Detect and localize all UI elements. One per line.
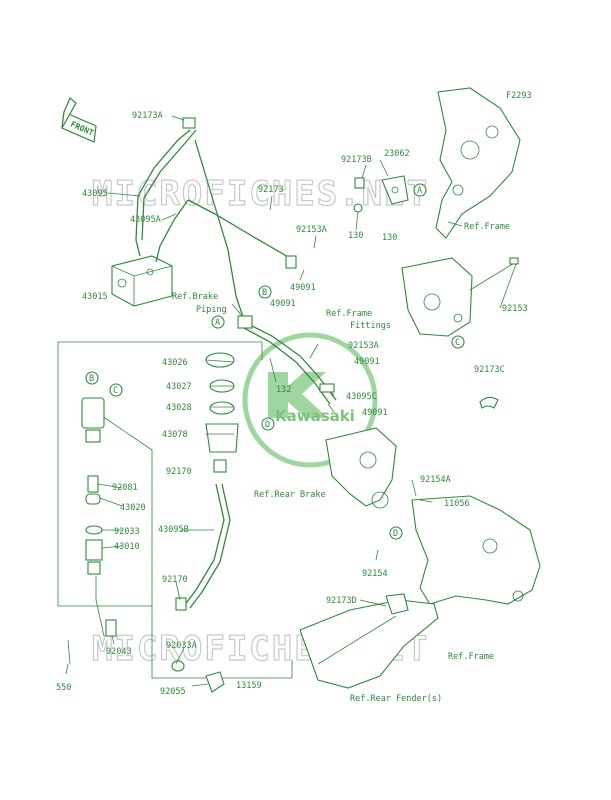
- frame-top-drawing: [435, 87, 521, 239]
- brake-hoses-drawing: [135, 117, 297, 321]
- watermark-circle: [242, 332, 378, 468]
- abs-unit-drawing: [111, 255, 173, 307]
- svg-text:D: D: [393, 529, 398, 539]
- callout-c-left: [109, 383, 123, 397]
- part-label: 43020: [120, 503, 146, 513]
- part-label: 132: [276, 385, 291, 395]
- front-arrow-icon: FRONT: [61, 97, 97, 143]
- part-label: 550: [56, 683, 71, 693]
- master-cylinder-drawing: [67, 397, 117, 665]
- part-label: 49091: [362, 408, 388, 418]
- part-label: 92153A: [348, 341, 379, 351]
- part-label: 92033: [114, 527, 140, 537]
- watermark: MICROFICHES.NET MICROFICHES.NET Kawasaki: [91, 173, 427, 669]
- part-label: 43095: [82, 189, 108, 199]
- part-label: 92043: [106, 647, 132, 657]
- callout-a-top: [413, 183, 427, 197]
- master-cylinder-box: [57, 341, 293, 679]
- reference-labels: Ref.Frame Ref.Brake Piping Ref.Frame Fit…: [172, 222, 510, 704]
- bracket-23062-drawing: [353, 175, 409, 213]
- part-label: 43015: [82, 292, 108, 302]
- part-label: 92055: [160, 687, 186, 697]
- svg-text:A: A: [417, 186, 422, 196]
- callout-d-right: [389, 526, 403, 540]
- part-label: 92153: [502, 304, 528, 314]
- part-label: 13159: [236, 681, 262, 691]
- ref-rear-brake: Ref.Rear Brake: [254, 490, 326, 500]
- frame-fittings-drawing: [401, 257, 519, 337]
- diagram-code: F2293: [506, 91, 532, 101]
- part-label: 92154A: [420, 475, 451, 485]
- svg-text:D: D: [265, 420, 270, 430]
- part-label: 43026: [162, 358, 188, 368]
- part-label: 92170: [166, 467, 192, 477]
- part-label: 49091: [290, 283, 316, 293]
- rear-fender-drawing: [299, 593, 439, 689]
- part-label: 92033A: [166, 641, 197, 651]
- ref-frame-low: Ref.Frame: [448, 652, 494, 662]
- part-label: 92154: [362, 569, 388, 579]
- part-label: 130: [348, 231, 363, 241]
- part-label: 92173A: [132, 111, 163, 121]
- part-label: 92173C: [474, 365, 505, 375]
- watermark-logo-k: [268, 372, 328, 418]
- clip-92173c-drawing: [479, 396, 499, 409]
- svg-text:C: C: [455, 338, 460, 348]
- part-label: 92173D: [326, 596, 357, 606]
- ref-brake-piping-line2: Piping: [196, 305, 227, 315]
- part-label: 92170: [162, 575, 188, 585]
- part-label: 43095A: [130, 215, 161, 225]
- part-label: 92081: [112, 483, 138, 493]
- part-label: 43027: [166, 382, 192, 392]
- ref-frame-fittings-line2: Fittings: [350, 321, 391, 331]
- part-label: 43095B: [158, 525, 189, 535]
- ref-rear-fender: Ref.Rear Fender(s): [350, 694, 442, 704]
- ref-brake-piping-line1: Ref.Brake: [172, 292, 218, 302]
- callouts: A B A C B C D D: [85, 183, 465, 540]
- part-label: 92173B: [341, 155, 372, 165]
- watermark-brand: Kawasaki: [275, 407, 355, 425]
- part-label-130: 130: [382, 233, 397, 243]
- svg-text:B: B: [262, 288, 267, 298]
- part-label: 49091: [354, 357, 380, 367]
- part-label: 49091: [270, 299, 296, 309]
- part-labels: 92173A 43095 43095A 92173B 23062 92173 1…: [56, 111, 528, 697]
- part-label: 43095C: [346, 392, 377, 402]
- callout-a-mid: [211, 315, 225, 329]
- callout-b-left: [85, 371, 99, 385]
- leader-lines: [65, 115, 517, 687]
- rear-brake-drawing: [325, 427, 397, 509]
- callout-b-top: [258, 285, 272, 299]
- part-label: 92173: [258, 185, 284, 195]
- svg-text:C: C: [113, 386, 118, 396]
- part-label: 43028: [166, 403, 192, 413]
- part-label: 92153A: [296, 225, 327, 235]
- part-label: 23062: [384, 149, 410, 159]
- part-label: 11056: [444, 499, 470, 509]
- ref-frame-fittings-line1: Ref.Frame: [326, 309, 372, 319]
- frame-lower-drawing: [411, 495, 541, 605]
- pipe-43095c-drawing: [237, 315, 337, 405]
- callout-c-right: [451, 335, 465, 349]
- part-label: 43010: [114, 542, 140, 552]
- callout-d-mid: [261, 417, 275, 431]
- svg-text:A: A: [215, 318, 220, 328]
- svg-text:B: B: [89, 374, 94, 384]
- part-label: 43078: [162, 430, 188, 440]
- reservoir-drawing: [171, 352, 239, 693]
- ref-frame-top: Ref.Frame: [464, 222, 510, 232]
